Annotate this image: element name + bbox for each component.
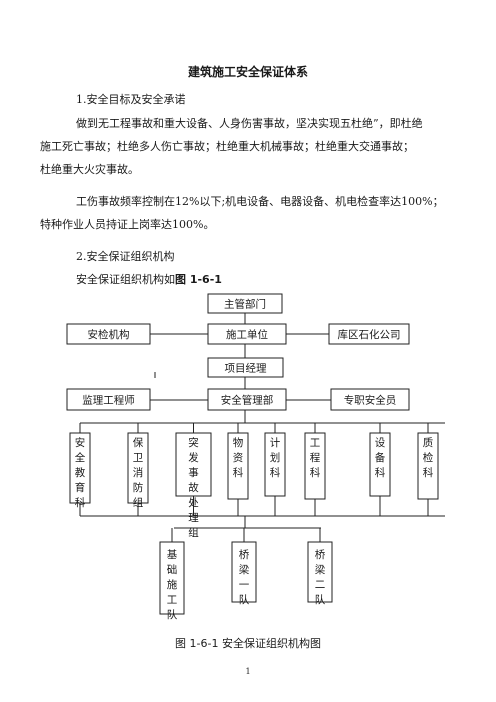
- para2-line2: 特种作业人员持证上岗率达100%。: [40, 218, 215, 231]
- org-box-inspection: 安检机构: [66, 323, 151, 345]
- department-box-3: 突发事故处理组: [175, 432, 212, 539]
- section2-intro-text: 安全保证组织机构如: [76, 273, 175, 286]
- svg-text:桥梁一队: 桥梁一队: [239, 549, 250, 606]
- figure-caption: 图 1-6-1 安全保证组织机构图: [175, 637, 321, 650]
- svg-text:安全教育科: 安全教育科: [75, 436, 86, 509]
- team-box-2: 桥梁一队: [231, 541, 257, 606]
- department-box-2: 保卫消防组: [127, 432, 149, 509]
- svg-text:基础施工队: 基础施工队: [167, 548, 178, 621]
- department-box-7: 设备科: [369, 432, 391, 497]
- svg-text:监理工程师: 监理工程师: [82, 394, 135, 407]
- department-box-8: 质检科: [417, 432, 439, 500]
- section1-heading: 1.安全目标及安全承诺: [76, 93, 186, 106]
- para2-line1: 工伤事故频率控制在12%以下;机电设备、电器设备、机电检查率达100%；: [76, 195, 444, 208]
- team-box-3: 桥梁二队: [307, 541, 333, 606]
- org-box-supervisor: 监理工程师: [66, 388, 151, 411]
- svg-text:库区石化公司: 库区石化公司: [338, 328, 401, 341]
- svg-text:安检机构: 安检机构: [88, 328, 130, 341]
- svg-text:突发事故处理组: 突发事故处理组: [188, 436, 199, 539]
- svg-text:物资科: 物资科: [233, 436, 244, 479]
- svg-text:专职安全员: 专职安全员: [344, 394, 397, 407]
- svg-text:计划科: 计划科: [270, 436, 281, 479]
- svg-text:项目经理: 项目经理: [225, 362, 267, 375]
- org-box-project-manager: 项目经理: [207, 357, 284, 378]
- section2-intro: 安全保证组织机构如图 1-6-1: [76, 269, 222, 291]
- department-box-4: 物资科: [227, 432, 249, 500]
- para1-line1: 做到无工程事故和重大设备、人身伤害事故，坚决实现五杜绝”，即杜绝: [76, 117, 423, 130]
- figure-reference: 图 1-6-1: [175, 273, 222, 286]
- department-box-5: 计划科: [264, 432, 286, 497]
- org-box-safety-officer: 专职安全员: [330, 388, 410, 411]
- team-box-1: 基础施工队: [159, 541, 185, 621]
- section2-heading: 2.安全保证组织机构: [76, 250, 175, 263]
- svg-text:设备科: 设备科: [375, 437, 386, 479]
- org-box-petrochem-company: 库区石化公司: [328, 323, 410, 345]
- svg-text:工程科: 工程科: [310, 437, 321, 479]
- svg-text:主管部门: 主管部门: [224, 298, 266, 311]
- department-box-6: 工程科: [304, 432, 326, 500]
- org-box-authority: 主管部门: [207, 293, 283, 314]
- svg-text:保卫消防组: 保卫消防组: [133, 436, 144, 509]
- svg-text:施工单位: 施工单位: [226, 328, 268, 341]
- department-box-1: 安全教育科: [69, 432, 91, 509]
- svg-text:安全管理部: 安全管理部: [221, 394, 274, 407]
- page-number: 1: [245, 667, 251, 676]
- svg-text:桥梁二队: 桥梁二队: [315, 549, 326, 606]
- para1-line3: 杜绝重大火灾事故。: [40, 163, 139, 176]
- document-title: 建筑施工安全保证体系: [187, 65, 308, 79]
- para1-line2: 施工死亡事故；杜绝多人伤亡事故；杜绝重大机械事故；杜绝重大交通事故；: [40, 140, 414, 153]
- org-box-safety-dept: 安全管理部: [207, 388, 287, 411]
- svg-text:质检科: 质检科: [423, 437, 434, 479]
- org-box-construction-unit: 施工单位: [207, 323, 287, 345]
